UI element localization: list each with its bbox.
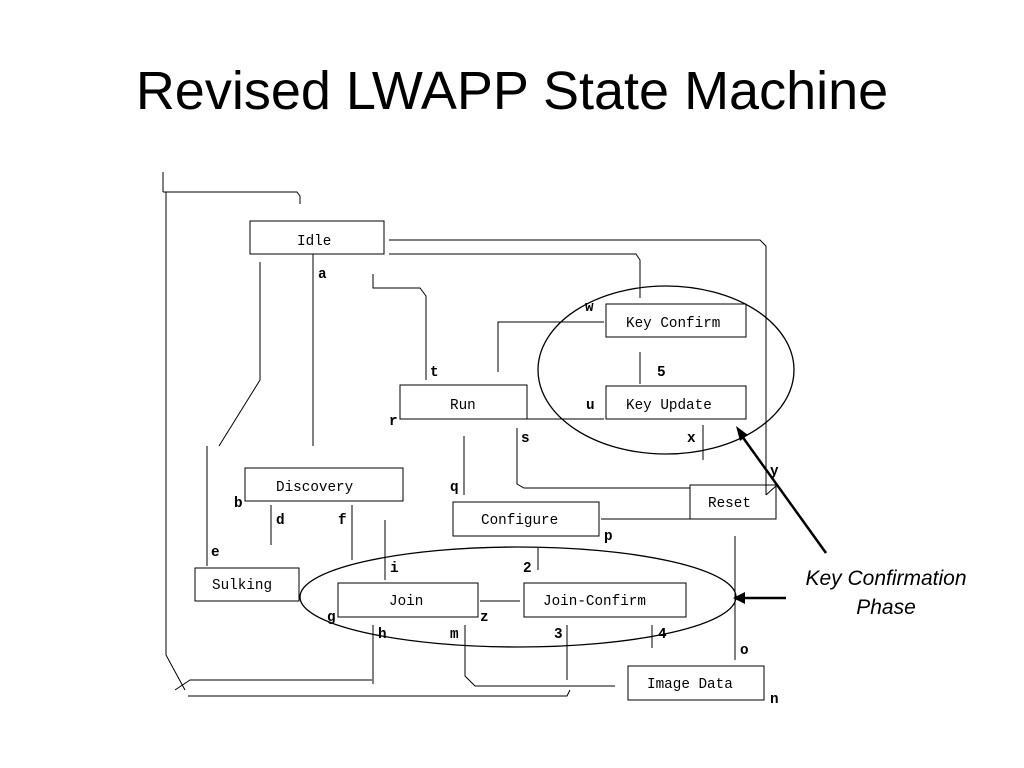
transition-label: 5 [657, 365, 666, 381]
callout-arrow-upper [737, 431, 828, 554]
idle-keyconfirm-line [389, 253, 641, 298]
join-m [464, 625, 615, 687]
transition-label: 3 [554, 627, 563, 643]
sulking-loop [174, 679, 372, 691]
transition-label: o [740, 643, 749, 659]
run-to-idle [372, 274, 427, 380]
transition-label: s [521, 431, 530, 447]
idle-up-left [218, 262, 261, 447]
key-confirmation-ellipse [537, 285, 795, 455]
transition-label: p [604, 529, 613, 545]
transition-label: b [234, 496, 243, 512]
transition-label: 4 [658, 627, 667, 643]
idle-box [249, 220, 385, 255]
state-image-data: Image Data [647, 677, 733, 693]
slide-title: Revised LWAPP State Machine [135, 61, 889, 121]
arrowhead-lower [733, 592, 745, 604]
state-idle: Idle [297, 234, 331, 250]
sulking-box [194, 567, 300, 602]
bottom-rail [188, 689, 571, 697]
transition-label: u [586, 398, 595, 414]
callout-arrowheads [733, 426, 748, 604]
transition-label: x [687, 431, 696, 447]
arrowhead-upper [736, 426, 748, 441]
transition-label: 2 [523, 561, 532, 577]
join-confirm-box [523, 582, 687, 618]
transition-label: d [276, 513, 285, 529]
y-to-reset [765, 485, 777, 496]
key-confirm-box [605, 303, 747, 338]
transition-label: r [389, 414, 398, 430]
loop-top-line [162, 172, 301, 204]
transition-label: w [585, 300, 594, 316]
state-configure: Configure [481, 513, 558, 529]
transition-label: t [430, 365, 439, 381]
idle-return-line [389, 239, 767, 495]
run-box [399, 384, 528, 420]
image-data-box [627, 665, 765, 701]
callout-line-2: Phase [856, 596, 916, 619]
state-discovery: Discovery [276, 480, 354, 496]
left-rail [165, 192, 186, 691]
keyconfirm-to-run [497, 321, 604, 372]
reset-box [689, 484, 777, 520]
key-update-box [605, 385, 747, 420]
transition-label: f [338, 513, 347, 529]
state-sulking: Sulking [212, 578, 272, 594]
discovery-box [244, 467, 404, 502]
transition-label: y [770, 464, 779, 480]
state-key-confirm: Key Confirm [626, 316, 720, 332]
transition-label: a [318, 267, 327, 283]
callout-line-1: Key Confirmation [805, 567, 966, 590]
state-reset: Reset [708, 496, 751, 512]
diagram-lines [162, 172, 828, 701]
state-key-update: Key Update [626, 398, 712, 414]
transition-label: g [327, 610, 336, 626]
transition-label: q [450, 480, 459, 496]
transition-label: i [390, 561, 399, 577]
transition-label: z [480, 610, 489, 626]
transition-label: n [770, 692, 779, 708]
state-join: Join [389, 594, 423, 610]
run-s-line [516, 428, 690, 489]
transition-label: e [211, 545, 220, 561]
join-phase-ellipse [299, 546, 737, 648]
join-box [337, 582, 479, 618]
transition-label: m [450, 627, 459, 643]
state-run: Run [450, 398, 476, 414]
configure-box [452, 501, 600, 537]
transition-label: h [378, 627, 387, 643]
state-join-confirm: Join-Confirm [543, 594, 646, 610]
